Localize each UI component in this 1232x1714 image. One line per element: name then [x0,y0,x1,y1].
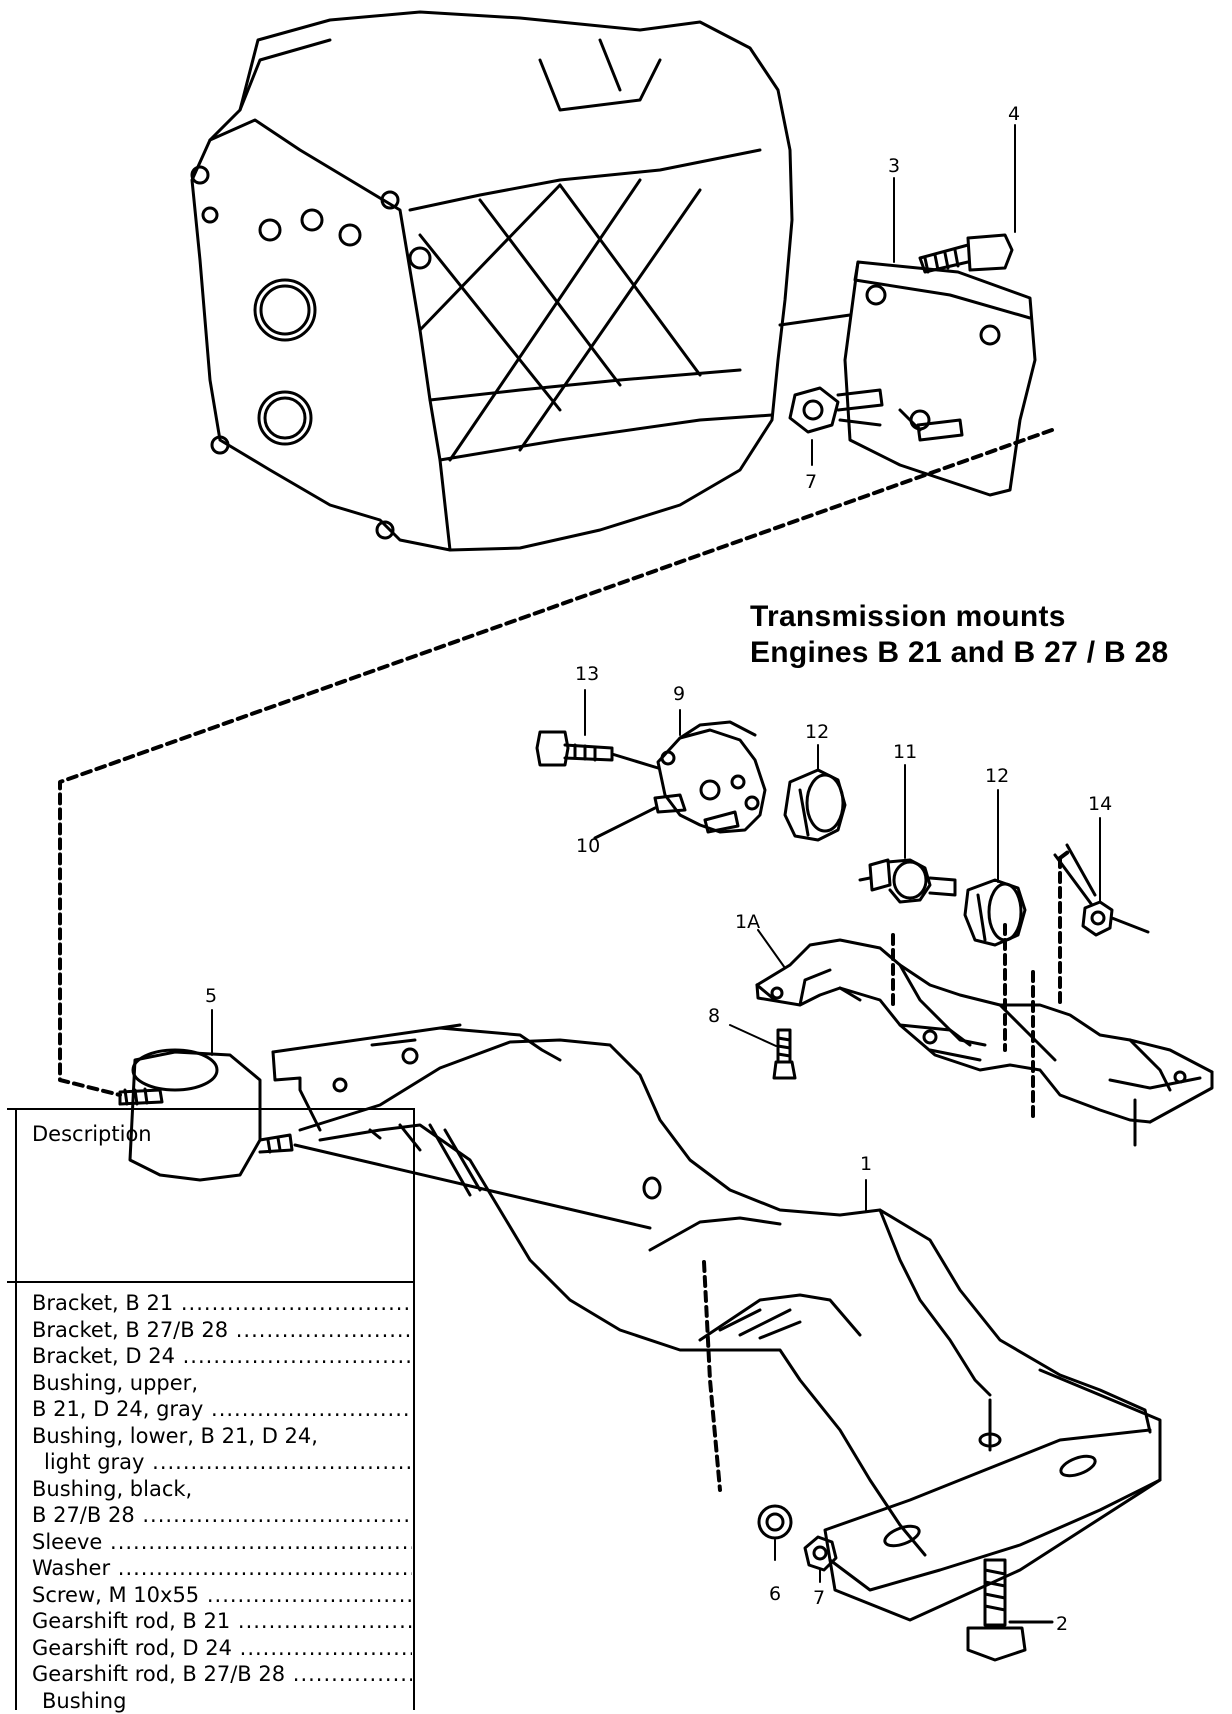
callout-9: 9 [673,683,685,705]
bolt-part-13 [537,732,658,768]
callout-8: 8 [708,1005,720,1027]
bolt-part-4 [920,235,1012,272]
callout-7-bottom: 7 [813,1587,825,1609]
callout-12-right: 12 [985,765,1009,787]
legend-item: Bushing, lower, B 21, D 24, [32,1423,412,1450]
legend-item: Bracket, D 24 [32,1343,412,1370]
legend-item: Bracket, B 27/B 28 [32,1317,412,1344]
legend-item: Washer [32,1555,412,1582]
callout-2: 2 [1056,1613,1068,1635]
legend-item: B 27/B 28 [32,1502,412,1529]
callout-14: 14 [1088,793,1112,815]
rear-bracket-part-3 [780,262,1035,495]
diagram-title-line2: Engines B 21 and B 27 / B 28 [750,638,1169,668]
legend-item: Bushing, upper, [32,1370,412,1397]
callout-1A: 1A [735,911,760,933]
legend-item: Sleeve [32,1529,412,1556]
legend-item: Bushing [32,1688,412,1714]
legend-divider-horizontal [7,1281,413,1283]
nut-part-14 [1055,845,1148,935]
bracket-part-9 [658,722,765,832]
callout-5: 5 [205,985,217,1007]
callout-3: 3 [888,155,900,177]
callout-4: 4 [1008,103,1020,125]
callout-1: 1 [860,1153,872,1175]
legend-item: Bushing, black, [32,1476,412,1503]
washer-part-6 [759,1506,791,1538]
legend-item: Gearshift rod, B 27/B 28 [32,1661,412,1688]
callout-10: 10 [576,835,600,857]
legend-list: Bracket, B 21 Bracket, B 27/B 28 Bracket… [32,1290,412,1714]
callout-13: 13 [575,663,599,685]
parts-legend-table: Description Bracket, B 21 Bracket, B 27/… [7,1108,415,1710]
legend-item: B 21, D 24, gray [32,1396,412,1423]
legend-item: Screw, M 10x55 [32,1582,412,1609]
sleeve-part-11 [860,860,955,902]
bolt-part-8 [774,1030,795,1078]
legend-divider-vertical [15,1110,17,1710]
callout-6: 6 [769,1583,781,1605]
bracket-part-1A [757,940,1212,1145]
legend-item: Gearshift rod, D 24 [32,1635,412,1662]
legend-item: light gray [32,1449,412,1476]
callout-12-left: 12 [805,721,829,743]
diagram-title-line1: Transmission mounts [750,602,1066,632]
bushing-part-12-left [785,770,845,840]
nut-part-7-top [790,388,962,440]
bushing-part-12-right [965,880,1025,945]
legend-item: Bracket, B 21 [32,1290,412,1317]
stud-part-10 [595,795,738,838]
legend-header: Description [32,1122,152,1146]
transmission-housing [192,12,792,550]
callout-7-top: 7 [805,471,817,493]
legend-item: Gearshift rod, B 21 [32,1608,412,1635]
callout-11: 11 [893,741,917,763]
